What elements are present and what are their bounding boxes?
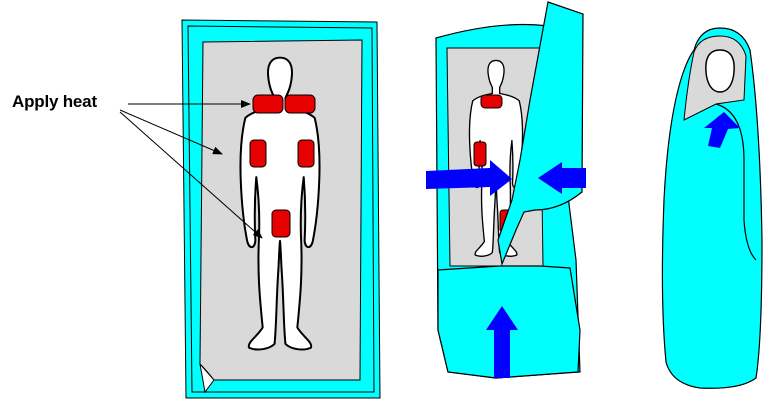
- heat-pad: [298, 140, 314, 167]
- panel-fully-wrapped: [662, 28, 762, 388]
- apply-heat-label: Apply heat: [12, 92, 97, 112]
- heat-pad: [253, 95, 283, 113]
- panel-body-on-blanket: [120, 20, 380, 398]
- heat-pad: [285, 95, 315, 113]
- heat-pad: [474, 142, 486, 166]
- head-outline-icon: [706, 50, 734, 92]
- panel-wrapping-in-progress: [426, 2, 586, 378]
- heat-pad: [250, 140, 266, 167]
- heat-pad: [272, 210, 290, 237]
- heat-pad: [481, 95, 502, 108]
